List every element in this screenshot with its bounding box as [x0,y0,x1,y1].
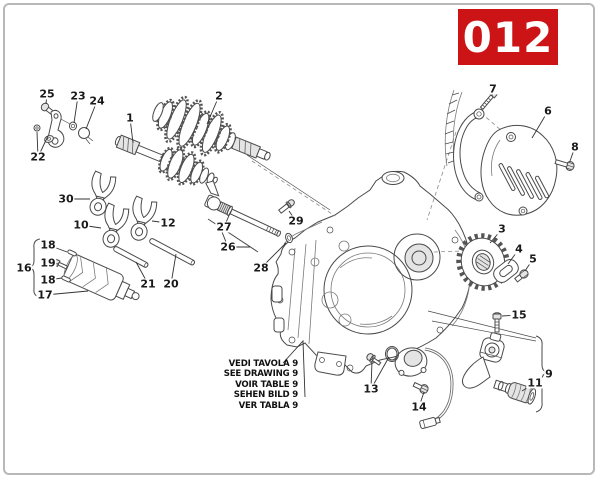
callout-9: 9 [544,367,554,381]
engine-crankcase [270,170,473,376]
callout-25: 25 [38,87,56,101]
part-bolt-13 [366,353,382,366]
part-screw-29 [278,199,295,214]
callout-6: 6 [543,104,553,118]
part-pin-18a [67,249,77,257]
callout-22: 22 [29,150,47,164]
callout-15: 15 [510,308,528,322]
callout-17: 17 [36,288,54,302]
callout-14: 14 [410,400,428,414]
part-chain-guard [453,108,485,202]
part-gear-lever-9 [462,332,512,394]
part-retainer-plate-4 [493,259,519,283]
callout-12: 12 [159,216,177,230]
part-selector-lever-group [33,102,94,148]
callout-5: 5 [528,252,538,266]
part-sprocket-cover-6 [480,124,558,216]
callout-23: 23 [69,89,87,103]
callout-29: 29 [287,214,305,228]
callout-8: 8 [570,140,580,154]
callout-19: 19 [39,256,57,270]
callout-24: 24 [88,94,106,108]
part-bolt-5 [514,269,529,283]
part-washer-28 [285,232,293,244]
callout-16: 16 [15,261,33,275]
table-number-badge: 012 [458,9,558,65]
part-neutral-switch [385,346,454,429]
note-line: SEHEN BILD 9 [233,390,298,401]
callout-3: 3 [497,222,507,236]
part-shift-drum-17 [63,254,140,301]
callout-26: 26 [219,240,237,254]
note-line: VER TABLA 9 [238,400,299,411]
part-selector-fork-12 [124,195,159,244]
note-line: VOIR TABLE 9 [235,379,298,390]
callout-2: 2 [214,89,224,103]
callout-10: 10 [72,218,90,232]
callout-21: 21 [139,277,157,291]
note-line: VEDI TAVOLA 9 [228,359,299,369]
callout-1: 1 [125,111,135,125]
callout-30: 30 [57,192,75,206]
part-gearchange-shaft-27 [204,180,282,237]
part-fork-rod-21 [113,246,149,268]
part-screw-8 [554,159,575,171]
callout-28: 28 [252,261,270,275]
callout-13: 13 [362,382,380,396]
callout-18: 18 [39,238,57,252]
part-bolt-14 [412,381,429,394]
part-pin-18b [61,275,71,283]
callout-18: 18 [39,273,57,287]
callout-11: 11 [526,376,544,390]
callout-27: 27 [215,220,233,234]
note-leader [282,339,306,398]
part-fork-rod-20 [149,238,195,266]
callout-4: 4 [514,242,524,256]
page-border [3,3,595,475]
part-lay-shaft-2 [152,95,271,161]
callout-7: 7 [488,82,498,96]
note-line: SEE DRAWING 9 [223,369,298,380]
part-bolt-15 [492,312,502,333]
callout-20: 20 [162,277,180,291]
